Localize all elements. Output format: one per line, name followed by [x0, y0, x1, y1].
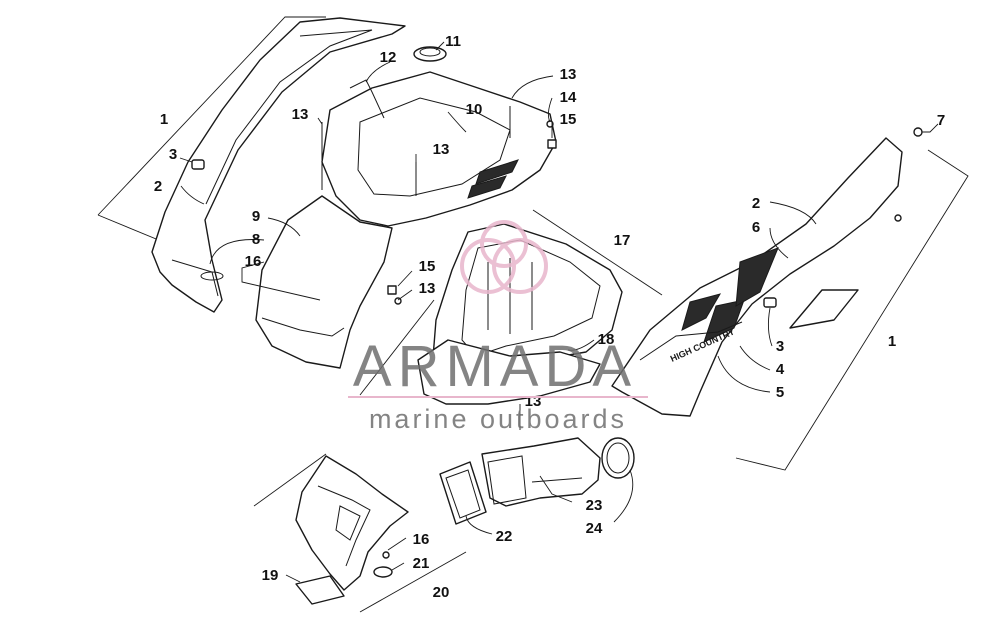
callout-21: 21 — [413, 555, 430, 572]
callout-7: 7 — [937, 112, 945, 129]
callout-23: 23 — [586, 497, 603, 514]
callout-6: 6 — [752, 219, 760, 236]
callout-13-airbox: 13 — [419, 280, 436, 297]
callout-15-airbox: 15 — [419, 258, 436, 275]
intake-duct-assembly — [439, 437, 635, 525]
armada-watermark: ARMADA marine outboards — [348, 220, 648, 434]
callout-9: 9 — [252, 208, 260, 225]
callout-13-hood-center: 13 — [433, 141, 450, 158]
callout-10: 10 — [466, 101, 483, 118]
watermark-logo — [460, 220, 548, 294]
callout-2-right: 2 — [752, 195, 760, 212]
callout-13-hood-left: 13 — [292, 106, 309, 123]
callout-8: 8 — [252, 231, 260, 248]
right-side-panel: HIGH COUNTRY — [611, 127, 969, 471]
callout-3-left: 3 — [169, 146, 177, 163]
callout-17: 17 — [614, 232, 631, 249]
watermark-tagline: marine outboards — [369, 404, 627, 434]
callout-15-hood: 15 — [560, 111, 577, 128]
callout-16-upper: 16 — [245, 253, 262, 270]
callout-1-left: 1 — [160, 111, 168, 128]
leader-lines — [179, 41, 939, 583]
callout-12: 12 — [380, 49, 397, 66]
watermark-rule — [348, 396, 648, 398]
callout-3-right: 3 — [776, 338, 784, 355]
callout-labels: 1 3 2 9 8 16 13 12 11 10 13 13 14 15 17 … — [154, 33, 945, 601]
callout-19: 19 — [262, 567, 279, 584]
left-side-panel — [97, 16, 406, 313]
callout-16-lower: 16 — [413, 531, 430, 548]
callout-24: 24 — [586, 520, 603, 537]
callout-11: 11 — [445, 33, 461, 50]
callout-14: 14 — [560, 89, 577, 106]
upper-hood-assembly — [255, 46, 557, 369]
callout-2-left: 2 — [154, 178, 162, 195]
callout-13-hood-right: 13 — [560, 66, 577, 83]
callout-20: 20 — [433, 584, 450, 601]
callout-18: 18 — [598, 331, 615, 348]
callout-5: 5 — [776, 384, 784, 401]
front-nose-assembly — [253, 453, 467, 613]
callout-22: 22 — [496, 528, 513, 545]
callout-1-right: 1 — [888, 333, 896, 350]
watermark-brand: ARMADA — [353, 334, 637, 399]
callout-4: 4 — [776, 361, 785, 378]
